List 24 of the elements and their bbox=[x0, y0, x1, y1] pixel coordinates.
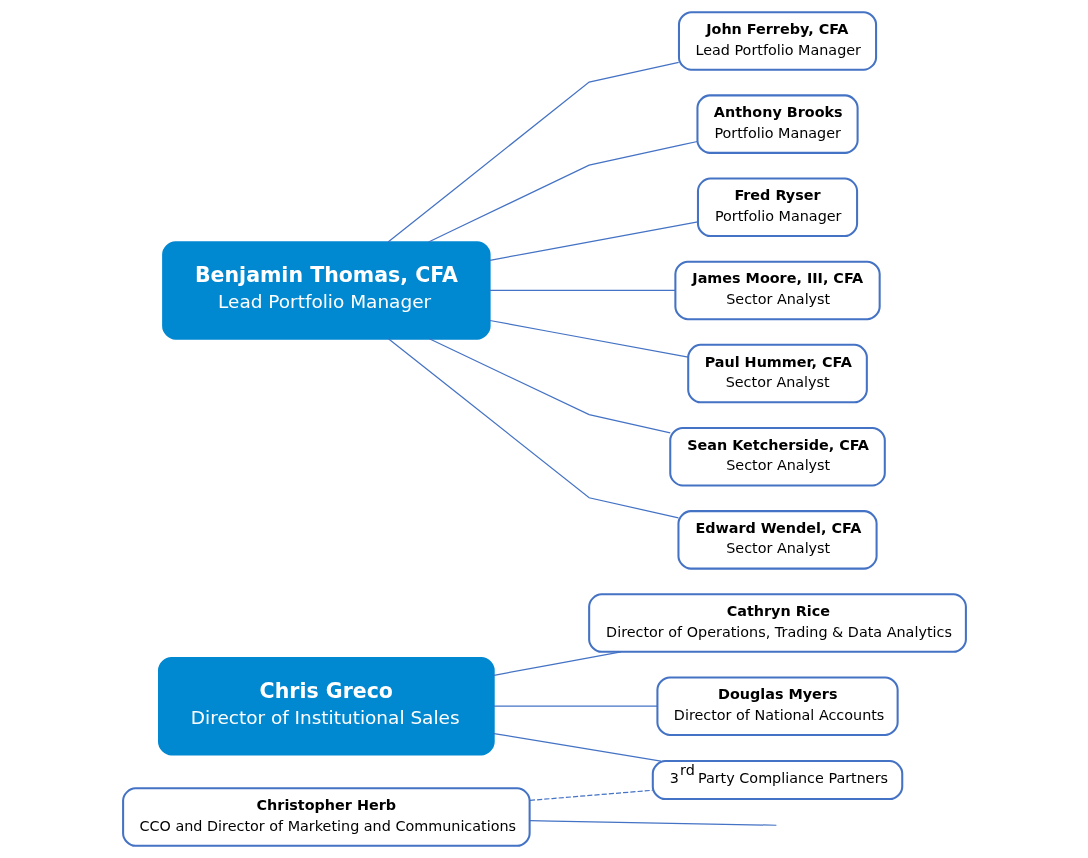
node-box: Fred Ryser Portfolio Manager bbox=[696, 177, 858, 238]
node-box: Christopher Herb CCO and Director of Marketing and Communications bbox=[121, 787, 531, 847]
node-box: John Ferreby, CFA Lead Portfolio Manager bbox=[677, 11, 877, 71]
node-box: Chris Greco Director of Institutional Sales bbox=[157, 656, 495, 756]
connector bbox=[387, 61, 679, 243]
connector bbox=[488, 221, 698, 261]
node-box: Paul Hummer, CFA Sector Analyst bbox=[686, 343, 868, 404]
connector bbox=[428, 338, 671, 434]
connector bbox=[528, 820, 777, 826]
connector bbox=[492, 732, 662, 762]
node-box: Douglas Myers Director of National Accounts bbox=[655, 676, 899, 736]
node-box: Benjamin Thomas, CFA Lead Portfolio Manager bbox=[161, 241, 491, 340]
node-box: Edward Wendel, CFA Sector Analyst bbox=[676, 510, 878, 570]
node-box: Sean Ketcherside, CFA Sector Analyst bbox=[668, 426, 886, 487]
connector bbox=[528, 789, 653, 801]
connector bbox=[488, 319, 689, 358]
connector bbox=[427, 140, 698, 243]
connector bbox=[488, 289, 676, 292]
node-box: James Moore, III, CFA Sector Analyst bbox=[673, 260, 881, 321]
node-box: Anthony Brooks Portfolio Manager bbox=[695, 94, 859, 154]
connector bbox=[387, 338, 679, 519]
node-box: Cathryn Rice Director of Operations, Trading & Data Analytics bbox=[587, 593, 967, 653]
connector bbox=[492, 651, 622, 676]
connector bbox=[492, 705, 658, 707]
